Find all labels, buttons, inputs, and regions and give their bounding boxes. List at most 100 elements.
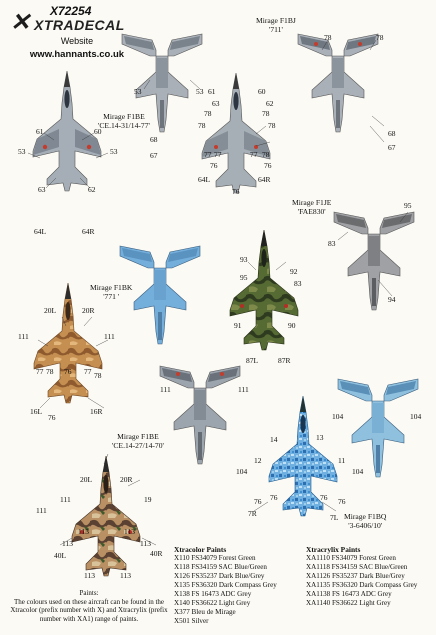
title-f1bq: Mirage F1BQ '3-6406/10' [344, 512, 386, 531]
callout: 111 [104, 332, 115, 341]
paints-note: Paints: The colours used on these aircra… [10, 589, 168, 623]
callout: 11 [338, 456, 346, 465]
callout: 20R [82, 306, 95, 315]
callout: 76 [48, 413, 56, 422]
paint-item: X377 Bleu de Mirage [174, 608, 236, 616]
aircraft-serial: 'FAE830' [297, 207, 326, 217]
paint-item: XA1110 FS34079 Forest Green [306, 554, 396, 562]
callout: 90 [288, 321, 296, 330]
callout-leaders [27, 39, 409, 546]
callout: 111 [238, 385, 249, 394]
callout: 60 [94, 127, 102, 136]
product-code: X72254 [50, 4, 92, 18]
f1je-top-view-aircraft [229, 229, 299, 351]
paint-item: X126 FS35237 Dark Blue/Grey [174, 572, 265, 580]
callout: 111 [18, 332, 29, 341]
xtracolor-paint-list: Xtracolor Paints X110 FS34079 Forest Gre… [174, 545, 277, 626]
aircraft-title: Mirage F1JE [292, 198, 332, 207]
callout: 13 [316, 433, 324, 442]
title-f1bj: Mirage F1BJ '711' [256, 16, 296, 35]
callout: 64L [34, 227, 47, 236]
paint-item: X140 FS36622 Light Grey [174, 599, 251, 607]
aircraft-title: Mirage F1BQ [344, 512, 387, 521]
callout: 87R [278, 356, 291, 365]
callout: 83 [328, 239, 336, 248]
callout: 62 [88, 185, 96, 194]
callout: 20L [80, 475, 93, 484]
website-label: Website [60, 36, 94, 46]
callout: 78 [46, 367, 54, 376]
callout: 64R [82, 227, 95, 236]
callout: 20R [120, 475, 133, 484]
paint-item: X138 FS 16473 ADC Grey [174, 590, 252, 598]
website-block: Website www.hannants.co.uk [8, 31, 146, 60]
xtracrylix-paint-list: Xtracrylix Paints XA1110 FS34079 Forest … [306, 545, 417, 608]
paint-item: XA1138 FS 16473 ADC Grey [306, 590, 392, 598]
aircraft-serial: '771 ' [103, 292, 120, 302]
callout: 60 [258, 87, 266, 96]
paint-item: X110 FS34079 Forest Green [174, 554, 256, 562]
paint-item: XA1118 FS34159 SAC Blue/Green [306, 563, 408, 571]
paints-note-body: The colours used on these aircraft can b… [10, 597, 168, 623]
callout: 12 [254, 456, 262, 465]
callout: 91 [234, 321, 242, 330]
aircraft-title: Mirage F1BE [117, 432, 159, 441]
website-url[interactable]: www.hannants.co.uk [29, 49, 125, 60]
callout: 53 [196, 87, 204, 96]
callout: 77 [36, 367, 44, 376]
callout: 76 [320, 493, 328, 502]
callout: 78 [324, 33, 332, 42]
f1bj-top-view-aircraft [201, 72, 271, 194]
callout: 87L [246, 356, 259, 365]
callout: 76 [232, 187, 240, 196]
callout: 77 [84, 367, 92, 376]
aircraft-title: Mirage F1BE [103, 112, 145, 121]
callout: 67 [150, 151, 158, 160]
logo-x-mark: ✕ [10, 9, 30, 36]
callout: 16L [30, 407, 43, 416]
callout: 113 [124, 527, 135, 536]
callout: 78 [204, 109, 212, 118]
paint-item: XA1140 FS36622 Light Grey [306, 599, 391, 607]
callout: 78 [376, 33, 384, 42]
callout: 111 [160, 385, 171, 394]
callout: 64R [258, 175, 271, 184]
aircraft-serial: '3-6406/10' [348, 521, 383, 531]
callout: 104 [332, 412, 344, 421]
callout: 68 [388, 129, 396, 138]
paint-item: XA1126 FS35237 Dark Blue/Grey [306, 572, 405, 580]
title-f1be-bottom: Mirage F1BE 'CE.14-27/14-70' [112, 432, 164, 451]
callout: 7R [248, 509, 257, 518]
title-f1bk: Mirage F1BK '771 ' [90, 283, 132, 302]
callout: 20L [44, 306, 57, 315]
callout: 78 [262, 109, 270, 118]
xtracrylix-heading: Xtracrylix Paints [306, 545, 361, 554]
callout: 113 [78, 527, 89, 536]
callout: 77 [214, 150, 222, 159]
callout: 19 [144, 495, 152, 504]
callout: 113 [62, 539, 73, 548]
callout: 113 [140, 539, 151, 548]
brand-name: XTRADECAL [34, 17, 125, 33]
callout: 111 [60, 495, 71, 504]
paints-note-heading: Paints: [79, 589, 99, 597]
callout: 64L [198, 175, 211, 184]
callout: 93 [240, 255, 248, 264]
callout: 104 [236, 467, 248, 476]
callout: 7L [330, 513, 339, 522]
callout: 62 [266, 99, 274, 108]
callout: 61 [208, 87, 216, 96]
callout: 40L [54, 551, 67, 560]
callout: 76 [270, 493, 278, 502]
xtracolor-heading: Xtracolor Paints [174, 545, 227, 554]
f1bk-plan-view-aircraft [119, 245, 201, 345]
callout: 113 [84, 571, 95, 580]
paint-item: XA1135 FS36320 Dark Compass Grey [306, 581, 418, 589]
callout: 92 [290, 267, 298, 276]
callout: 83 [294, 279, 302, 288]
f1bj-plan-view-aircraft-b [297, 33, 379, 133]
f1be-plan-view-aircraft [159, 365, 241, 465]
callout: 53 [110, 147, 118, 156]
